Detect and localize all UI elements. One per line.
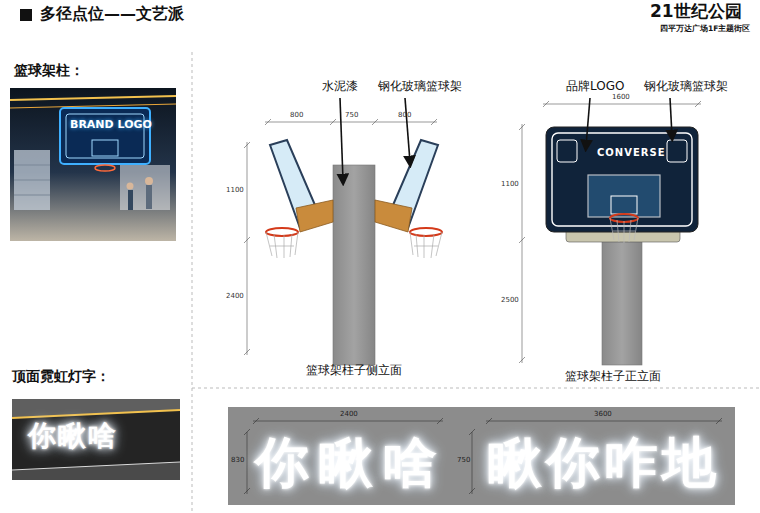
dimension: 3600 xyxy=(594,410,612,418)
callout-label: 钢化玻璃篮球架 xyxy=(378,80,462,94)
divider xyxy=(192,388,760,389)
dimension: 830 xyxy=(231,456,244,464)
divider xyxy=(192,52,193,513)
photo-neon: 你瞅啥 xyxy=(28,420,118,452)
project-name: 21世纪公园 xyxy=(650,2,742,22)
dimension: 1600 xyxy=(612,93,630,101)
project-subtitle: 四平万达广场1F主题街区 xyxy=(660,25,750,34)
neon-panel xyxy=(228,407,735,505)
dimension: 800 xyxy=(398,111,411,119)
callout-label: 水泥漆 xyxy=(322,80,358,94)
section-heading: 篮球架柱： xyxy=(14,62,84,78)
callout-label: 钢化玻璃篮球架 xyxy=(644,80,728,94)
view-caption: 篮球架柱子正立面 xyxy=(565,370,661,384)
neon-sign: 瞅你咋地 xyxy=(488,432,720,494)
title-bullet xyxy=(20,9,32,21)
slide-title: 多径点位——文艺派 xyxy=(40,5,184,23)
front-elevation xyxy=(519,98,701,365)
side-elevation xyxy=(244,98,442,365)
dimension: 750 xyxy=(345,111,358,119)
callout-label: 品牌LOGO xyxy=(566,80,624,94)
dimension: 1100 xyxy=(501,180,519,188)
dimension: 2400 xyxy=(226,292,244,300)
ceiling-photo xyxy=(12,399,180,480)
dimension: 2500 xyxy=(501,296,519,304)
section-heading: 顶面霓虹灯字： xyxy=(12,368,110,384)
photo-logo: BRAND LOGO xyxy=(70,119,152,132)
dimension: 750 xyxy=(457,456,470,464)
neon-sign: 你瞅啥 xyxy=(255,432,447,494)
dimension: 1100 xyxy=(226,186,244,194)
shop-photo xyxy=(10,88,176,241)
brand-logo: CONVERSE xyxy=(597,147,666,159)
view-caption: 篮球架柱子侧立面 xyxy=(306,364,402,378)
dimension: 800 xyxy=(290,111,303,119)
dimension: 2400 xyxy=(340,410,358,418)
